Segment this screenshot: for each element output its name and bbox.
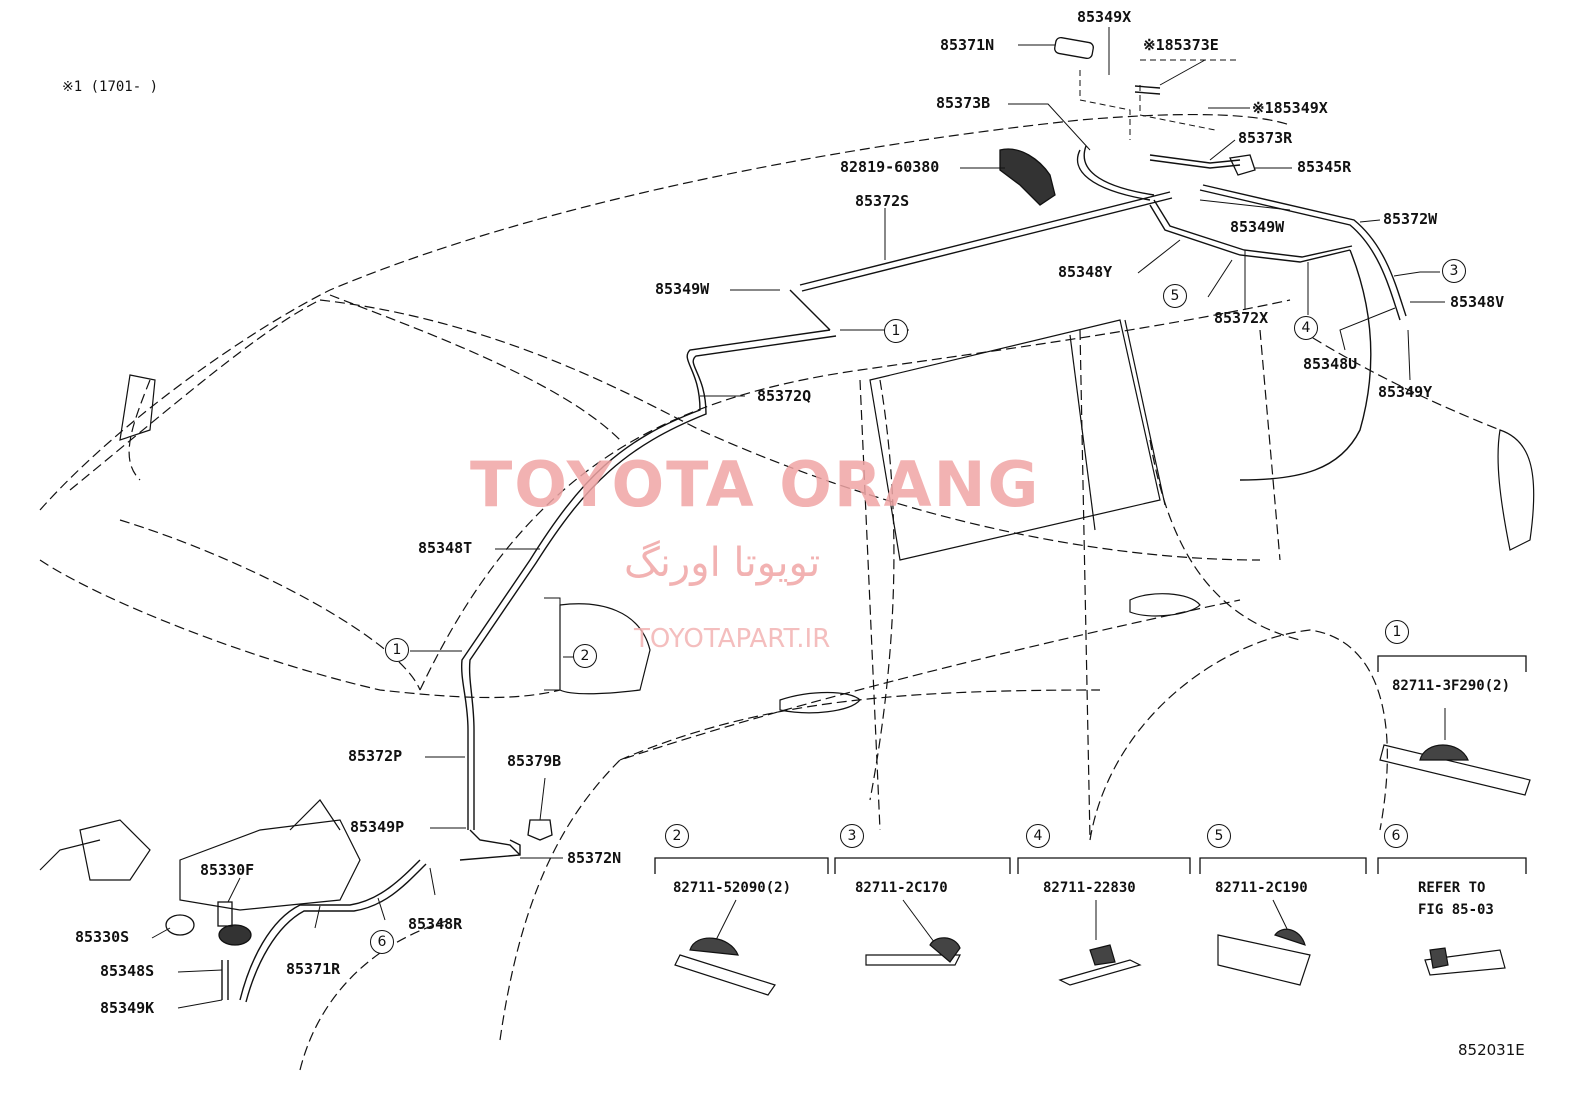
callout-1-roof: 1 — [884, 319, 908, 343]
clip-box-1-part: 82711-3F290(2) — [1392, 678, 1511, 694]
callout-3: 3 — [1442, 259, 1466, 283]
label-85371N: 85371N — [940, 36, 995, 54]
clip-box-3-part: 82711-2C170 — [855, 880, 948, 896]
label-85373R: 85373R — [1238, 129, 1293, 147]
label-85373E: ※185373E — [1143, 36, 1219, 54]
label-85349Y: 85349Y — [1378, 383, 1433, 401]
label-85372P: 85372P — [348, 747, 403, 765]
label-85379B: 85379B — [507, 752, 562, 770]
clip-box-5-part: 82711-2C190 — [1215, 880, 1308, 896]
label-85349X-top: 85349X — [1077, 8, 1132, 26]
label-85348T: 85348T — [418, 539, 473, 557]
label-85348S: 85348S — [100, 962, 155, 980]
callout-1-pillar: 1 — [385, 638, 409, 662]
label-85373B: 85373B — [936, 94, 991, 112]
clip-box-4-number: 4 — [1026, 824, 1050, 848]
vehicle-body-outline — [39, 113, 1501, 1071]
clip-box-3-number: 3 — [840, 824, 864, 848]
label-85349P: 85349P — [350, 818, 405, 836]
label-85372S: 85372S — [855, 192, 910, 210]
label-85349W-right: 85349W — [1230, 218, 1285, 236]
label-85372W: 85372W — [1383, 210, 1438, 228]
components — [165, 36, 1256, 946]
clip-box-5-number: 5 — [1207, 824, 1231, 848]
callout-5: 5 — [1163, 284, 1187, 308]
label-85348V: 85348V — [1450, 293, 1505, 311]
label-85348U: 85348U — [1303, 355, 1358, 373]
watermark-english: TOYOTA ORANG — [470, 448, 1041, 521]
label-85372N: 85372N — [567, 849, 622, 867]
clip-box-1-number: 1 — [1385, 620, 1409, 644]
label-85330S: 85330S — [75, 928, 130, 946]
label-85345R: 85345R — [1297, 158, 1352, 176]
label-85348R: 85348R — [408, 915, 463, 933]
clip-box-6-number: 6 — [1384, 824, 1408, 848]
clip-sketches — [674, 744, 1531, 996]
vehicle-solid-lines — [39, 319, 1535, 911]
label-85372X: 85372X — [1214, 309, 1269, 327]
clip-box-2-number: 2 — [665, 824, 689, 848]
label-82819-60380: 82819-60380 — [840, 158, 940, 176]
label-85349X-right: ※185349X — [1252, 99, 1328, 117]
label-85348Y: 85348Y — [1058, 263, 1113, 281]
callout-6: 6 — [370, 930, 394, 954]
callout-2: 2 — [573, 644, 597, 668]
washer-hoses — [221, 85, 1407, 1003]
clip-box-6-ref-line2: FIG 85-03 — [1418, 902, 1494, 918]
clip-box-4-part: 82711-22830 — [1043, 880, 1136, 896]
diagram-id: 852031E — [1458, 1041, 1525, 1059]
label-85371R: 85371R — [286, 960, 341, 978]
clip-box-frames — [654, 655, 1527, 874]
clip-box-2-part: 82711-52090(2) — [673, 880, 792, 896]
clip-box-6-ref-line1: REFER TO — [1418, 880, 1486, 896]
label-85349K: 85349K — [100, 999, 155, 1017]
label-85372Q: 85372Q — [757, 387, 812, 405]
watermark-url: TOYOTAPART.IR — [634, 624, 831, 654]
callout-4: 4 — [1294, 316, 1318, 340]
watermark-persian: تویوتا اورنگ — [624, 540, 821, 586]
label-85330F: 85330F — [200, 861, 255, 879]
applicability-note: ※1 (1701- ) — [62, 79, 159, 95]
group-boxes — [1079, 59, 1240, 140]
label-85349W-left: 85349W — [655, 280, 710, 298]
